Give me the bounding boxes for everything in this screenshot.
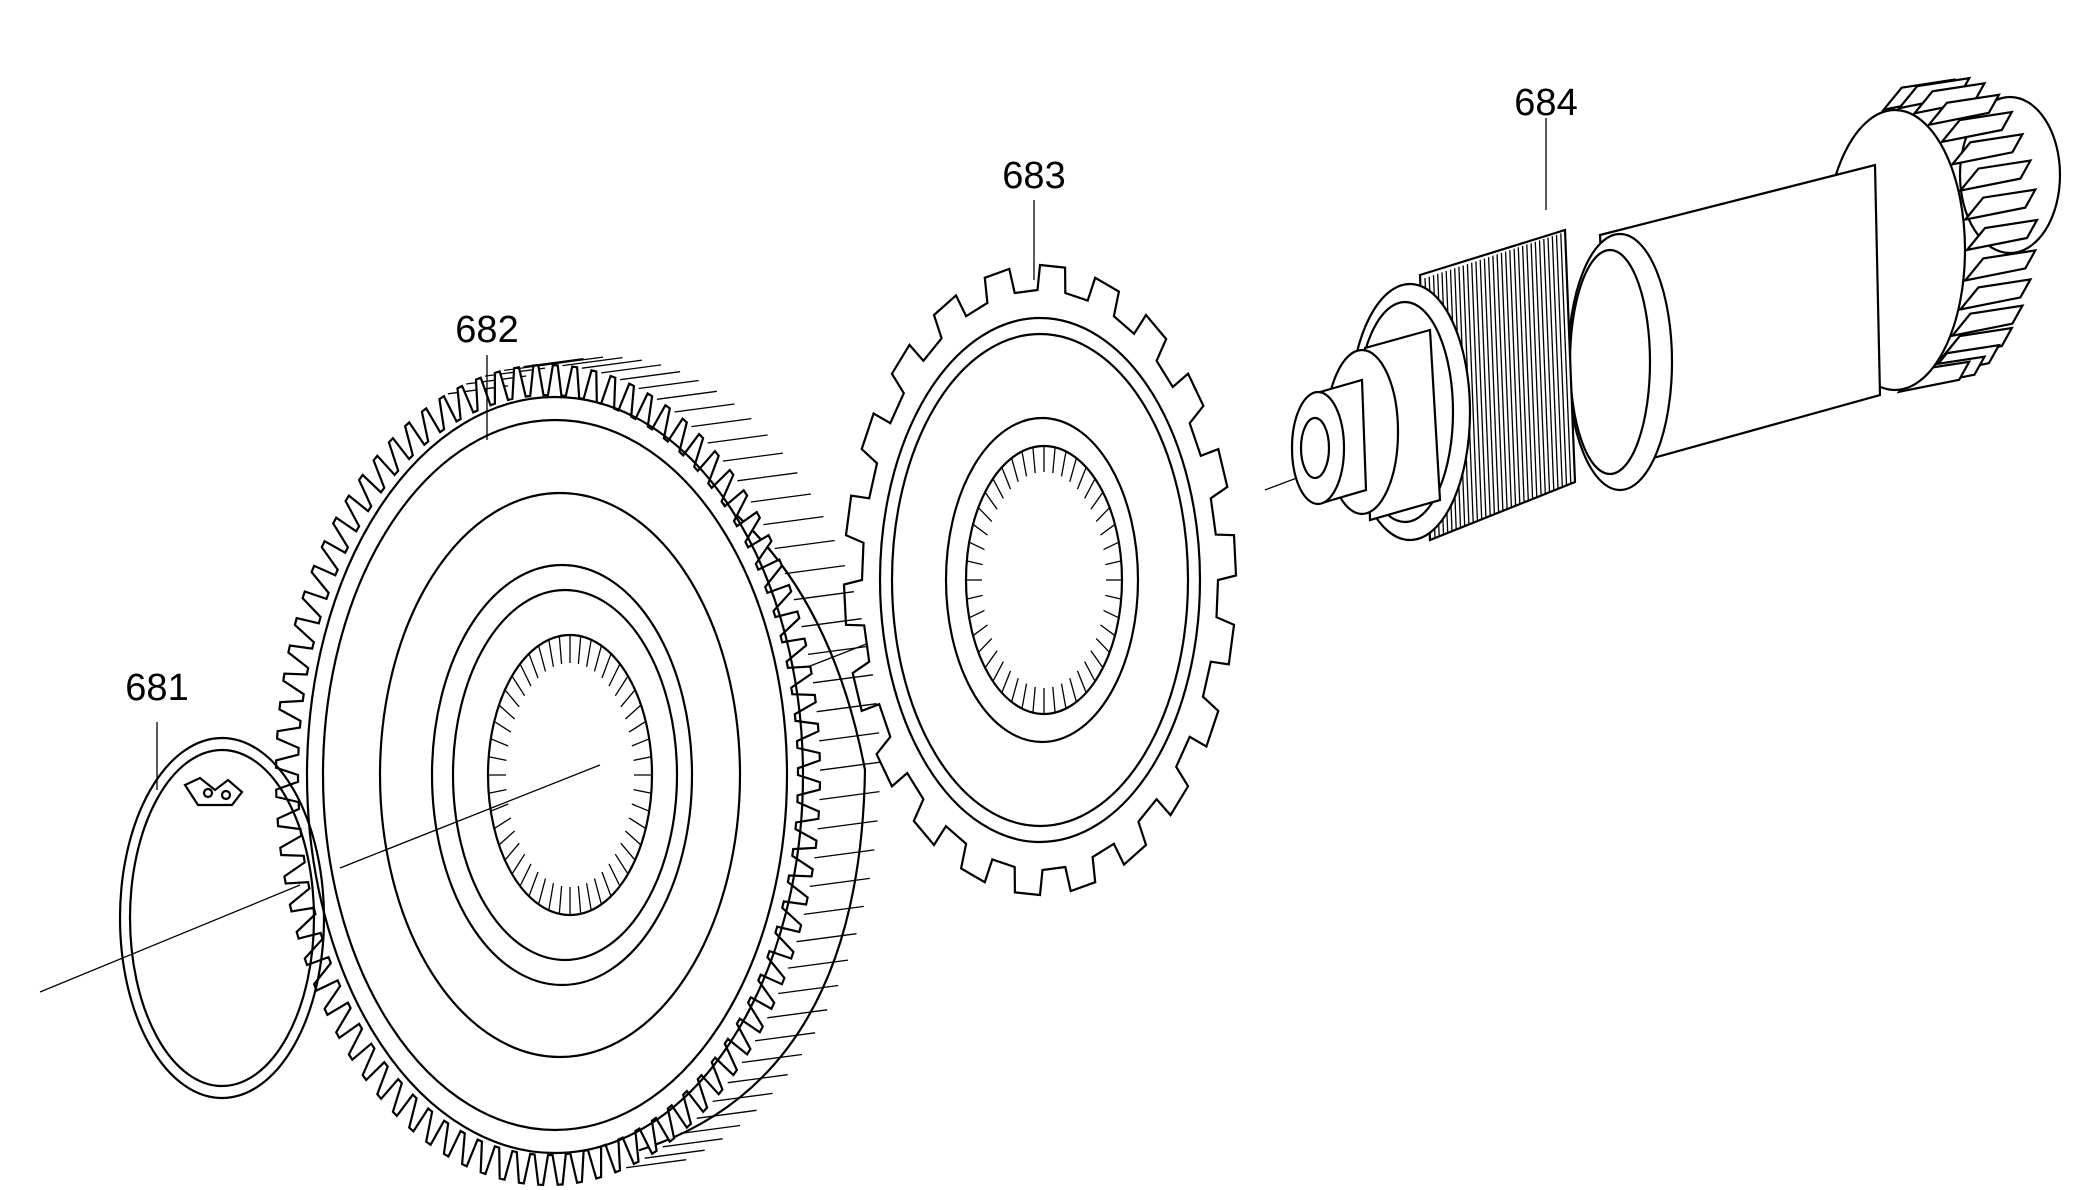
- callout-label-681: 681: [125, 667, 188, 709]
- callout-682: 682: [455, 309, 519, 440]
- pinion-shaft-icon: [1290, 76, 2062, 542]
- helical-gear-icon: [274, 356, 881, 1187]
- callout-label-684: 684: [1514, 82, 1577, 124]
- callout-684: 684: [1514, 82, 1578, 210]
- snap-ring-icon: [118, 736, 326, 1100]
- callout-label-683: 683: [1002, 155, 1065, 197]
- callout-681: 681: [125, 667, 189, 790]
- assembly-axis-front: [339, 764, 601, 869]
- clutch-hub-icon: [842, 263, 1238, 897]
- callout-label-682: 682: [455, 309, 518, 351]
- callout-683: 683: [1002, 155, 1066, 280]
